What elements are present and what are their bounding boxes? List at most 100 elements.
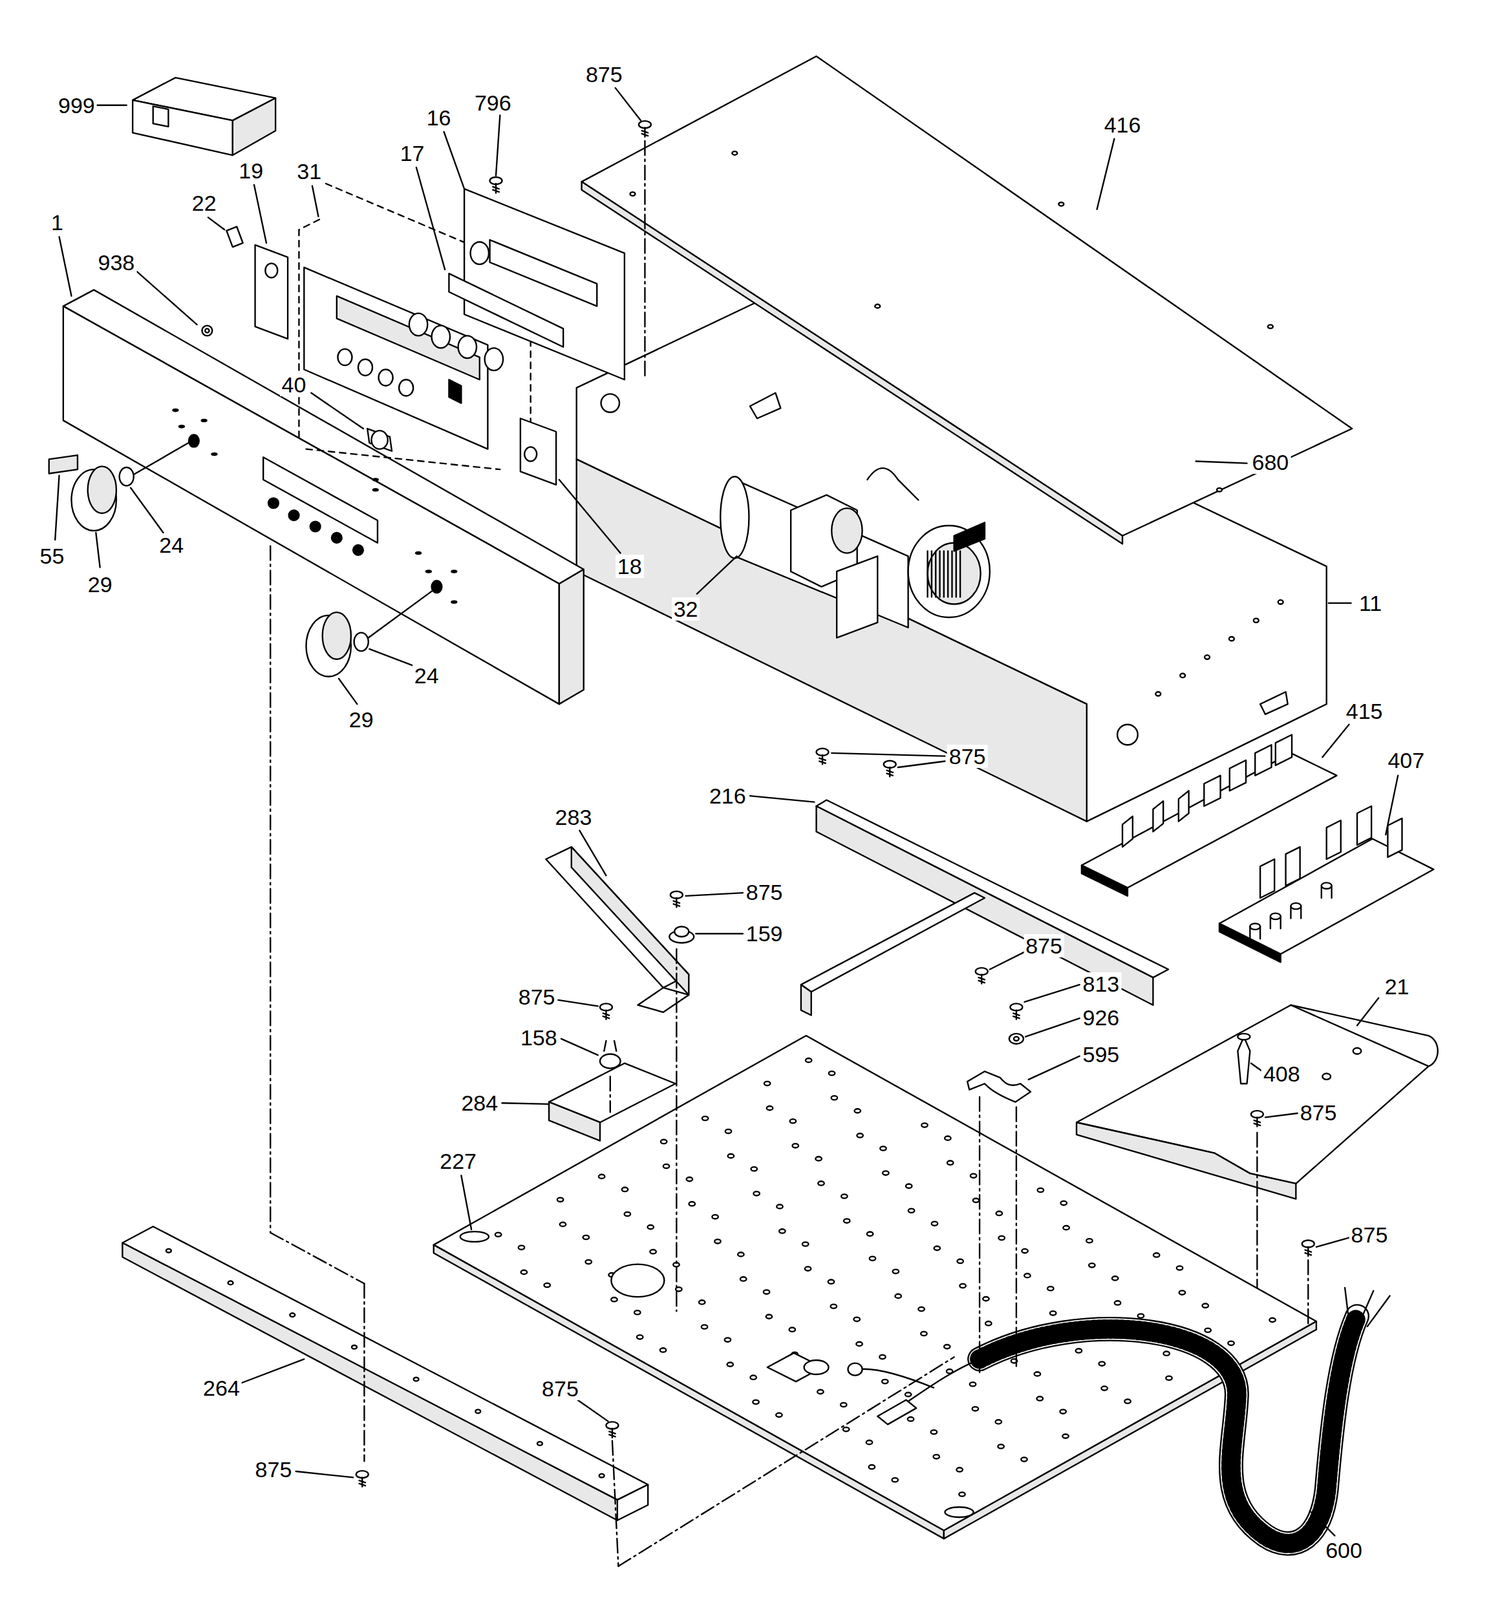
- terminal-block: [1237, 1037, 1250, 1085]
- callout-number: 264: [201, 1376, 242, 1400]
- mounting-hole: [1153, 1253, 1160, 1257]
- leader-line: [369, 649, 412, 666]
- cover-hole: [630, 192, 636, 196]
- display-lens: [336, 296, 480, 380]
- conduit-ribs: [979, 1316, 1358, 1544]
- leader-line: [444, 131, 465, 189]
- mounting-hole: [1037, 1396, 1043, 1401]
- shield-side: [571, 846, 689, 996]
- mounting-hole: [830, 1304, 837, 1309]
- mounting-hole: [931, 1221, 938, 1226]
- mounting-hole: [817, 1181, 824, 1186]
- slot-hole: [944, 1507, 974, 1518]
- mounting-hole: [854, 1108, 861, 1113]
- led: [448, 379, 461, 403]
- screw: [1302, 1240, 1315, 1257]
- mounting-hole: [1047, 1286, 1054, 1291]
- cord-clamp: [967, 1033, 1031, 1103]
- blower-assembly: [720, 468, 990, 638]
- keypad-button: [353, 545, 364, 556]
- mounting-hole: [610, 1297, 617, 1302]
- leader-line: [310, 393, 363, 429]
- screw-thread: [978, 977, 985, 980]
- screw-thread: [886, 773, 893, 776]
- connector-plug: [877, 1400, 917, 1425]
- knob-insert: [226, 226, 243, 248]
- callout-number: 216: [707, 784, 749, 808]
- mounting-hole: [905, 1392, 911, 1397]
- mounting-hole: [727, 1362, 734, 1367]
- mounting-hole: [868, 1465, 875, 1469]
- blower-vane: [931, 550, 933, 597]
- leader-line: [1316, 1238, 1350, 1248]
- capacitor-side: [1249, 926, 1251, 939]
- light-pipe: [367, 428, 392, 452]
- rail-top: [122, 1226, 648, 1500]
- callout-number: 227: [437, 1149, 479, 1173]
- blower-housing: [734, 479, 908, 628]
- knob-hole: [188, 434, 200, 447]
- mounting-hole: [1114, 1300, 1121, 1305]
- slot-hole: [460, 1231, 489, 1243]
- callout-number: 875: [1298, 1101, 1340, 1125]
- rail-lip: [617, 1484, 648, 1521]
- bracket-hole: [1322, 1073, 1331, 1080]
- badge: [49, 455, 78, 474]
- mounting-hole: [907, 1417, 914, 1422]
- panel-marking: [373, 478, 379, 481]
- alignment-line: [363, 1284, 365, 1462]
- case-hole: [1253, 618, 1259, 623]
- leader-line: [136, 271, 197, 325]
- terminal-cap: [1237, 1033, 1250, 1040]
- cover-hole: [1058, 202, 1064, 207]
- mounting-hole: [1165, 1376, 1172, 1381]
- mounting-hole: [598, 1174, 605, 1179]
- alignment-line: [675, 949, 677, 1312]
- leader-line: [1028, 1056, 1080, 1080]
- callout-number: 29: [85, 572, 115, 597]
- mounting-hole: [792, 1143, 799, 1148]
- callout-number: 1: [49, 210, 66, 235]
- conduit-body: [979, 1316, 1358, 1544]
- leader-line: [1311, 1512, 1335, 1536]
- mounting-hole: [725, 1129, 732, 1134]
- leader-line: [1025, 1018, 1080, 1037]
- mounting-hole: [714, 1239, 721, 1244]
- screw: [638, 120, 652, 137]
- mounting-hole: [1202, 1304, 1209, 1308]
- mounting-hole: [828, 1280, 835, 1285]
- leader-line: [501, 1103, 549, 1105]
- callout-number: 16: [424, 106, 454, 130]
- alignment-line: [270, 1232, 365, 1285]
- mounting-hole: [802, 1242, 809, 1246]
- screw-thread: [609, 1431, 615, 1434]
- mounting-hole: [982, 1296, 989, 1301]
- display-module: [490, 239, 598, 307]
- blower-vane: [947, 550, 949, 597]
- screw-thread: [1254, 1123, 1261, 1126]
- screw-thread: [673, 903, 680, 906]
- mounting-hole: [997, 1444, 1004, 1449]
- conduit-core: [979, 1316, 1358, 1544]
- mounting-hole: [805, 1058, 812, 1063]
- mounting-hole: [840, 1403, 847, 1407]
- mounting-hole: [557, 1198, 564, 1202]
- mounting-hole: [583, 1235, 590, 1240]
- callout-number: 158: [518, 1026, 560, 1050]
- mounting-hole: [956, 1467, 963, 1472]
- button-pad: [398, 379, 414, 396]
- grommet: [201, 325, 213, 337]
- rail-hole: [228, 1281, 234, 1286]
- mounting-hole: [1101, 1386, 1107, 1391]
- callout-number: 11: [1357, 591, 1384, 615]
- bracket-rail: [801, 892, 985, 992]
- mounting-hole: [766, 1314, 772, 1319]
- relay: [1229, 760, 1246, 791]
- leader-line: [1097, 139, 1115, 210]
- mounting-hole: [867, 1232, 873, 1237]
- screw-thread: [492, 190, 499, 193]
- mounting-hole: [892, 1478, 899, 1482]
- callout-number: 875: [516, 985, 558, 1009]
- mounting-hole: [711, 1214, 718, 1219]
- mounting-hole: [740, 1276, 747, 1281]
